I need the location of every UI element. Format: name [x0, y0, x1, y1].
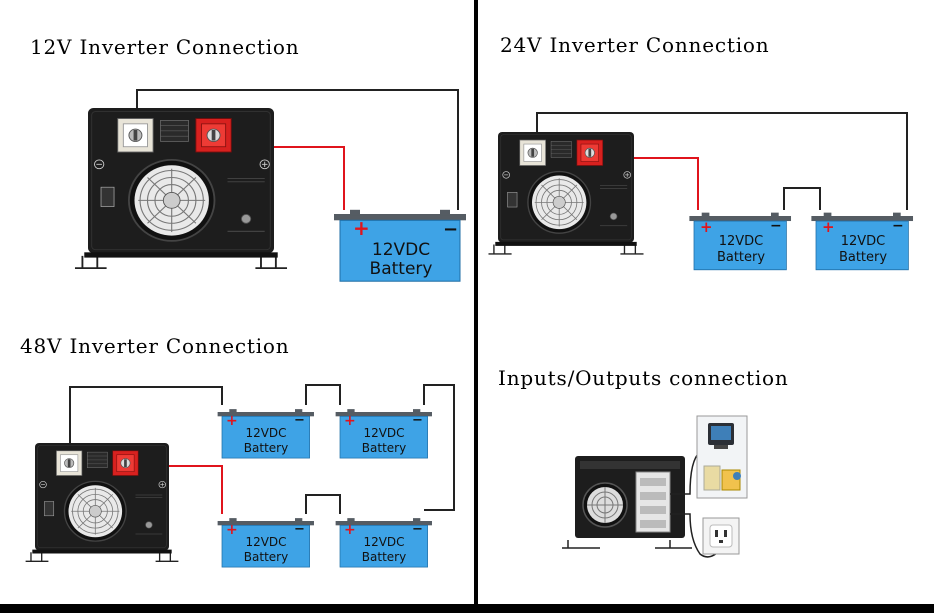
battery-label-line1: 12VDC — [363, 535, 404, 549]
negative-wire — [136, 89, 459, 210]
series-link-wire — [423, 384, 455, 511]
panel-title-48v: 48V Inverter Connection — [20, 334, 289, 358]
battery-plus-label: + — [822, 218, 835, 236]
battery-minus-label: − — [294, 522, 305, 537]
battery-label-line2: Battery — [370, 259, 433, 279]
positive-wire — [160, 465, 223, 514]
negative-wire — [536, 112, 908, 210]
battery-plus-label: + — [353, 216, 370, 240]
battery-plus-label: + — [700, 218, 713, 236]
series-link-wire — [783, 187, 821, 210]
battery-label-line1: 12VDC — [245, 535, 286, 549]
battery-plus-label: + — [344, 413, 356, 429]
vertical-divider — [474, 0, 478, 613]
battery-minus-label: − — [294, 413, 305, 428]
battery-label-line2: Battery — [717, 250, 765, 265]
battery-label-line1: 12VDC — [841, 234, 886, 249]
battery-minus-label: − — [892, 218, 904, 234]
positive-wire — [620, 157, 699, 210]
negative-wire — [69, 386, 223, 446]
input-cable — [670, 513, 723, 558]
battery-label-line1: 12VDC — [719, 234, 764, 249]
computer-icon — [708, 423, 734, 449]
battery-minus-label: − — [412, 522, 423, 537]
loads-box — [696, 415, 748, 499]
wall-socket-icon — [702, 517, 740, 555]
battery-plus-label: + — [226, 413, 238, 429]
battery-label-line1: 12VDC — [363, 426, 404, 440]
battery-label-line2: Battery — [244, 550, 288, 564]
inverter-unit — [487, 131, 645, 255]
battery-plus-label: + — [344, 522, 356, 538]
bottom-divider — [0, 604, 934, 613]
battery-minus-label: − — [412, 413, 423, 428]
panel-title-24v: 24V Inverter Connection — [500, 33, 769, 57]
panel-48v: 48V Inverter Connection + − 12VDC Batter… — [20, 334, 455, 568]
battery-label-line1: 12VDC — [372, 240, 430, 260]
battery-label-line2: Battery — [362, 441, 406, 455]
battery-minus-label: − — [443, 219, 458, 240]
battery-minus-label: − — [770, 218, 782, 234]
battery-label-line1: 12VDC — [245, 426, 286, 440]
inverter-rear-unit — [562, 456, 692, 549]
battery-label-line2: Battery — [362, 550, 406, 564]
battery-label-line2: Battery — [244, 441, 288, 455]
panel-title-io: Inputs/Outputs connection — [498, 366, 789, 390]
panel-12v: 12V Inverter Connection + − 12VDC Batter… — [30, 35, 467, 282]
inverter-unit — [24, 442, 180, 562]
series-link-wire — [305, 494, 341, 514]
panel-io: Inputs/Outputs connection — [498, 366, 789, 558]
panel-title-12v: 12V Inverter Connection — [30, 35, 299, 59]
appliance-icon — [703, 465, 741, 491]
series-link-wire — [305, 384, 341, 405]
battery-plus-label: + — [226, 522, 238, 538]
inverter-unit — [74, 107, 288, 270]
panel-24v: 24V Inverter Connection + − 12VDC Batter… — [487, 33, 914, 271]
battery-label-line2: Battery — [839, 250, 887, 265]
